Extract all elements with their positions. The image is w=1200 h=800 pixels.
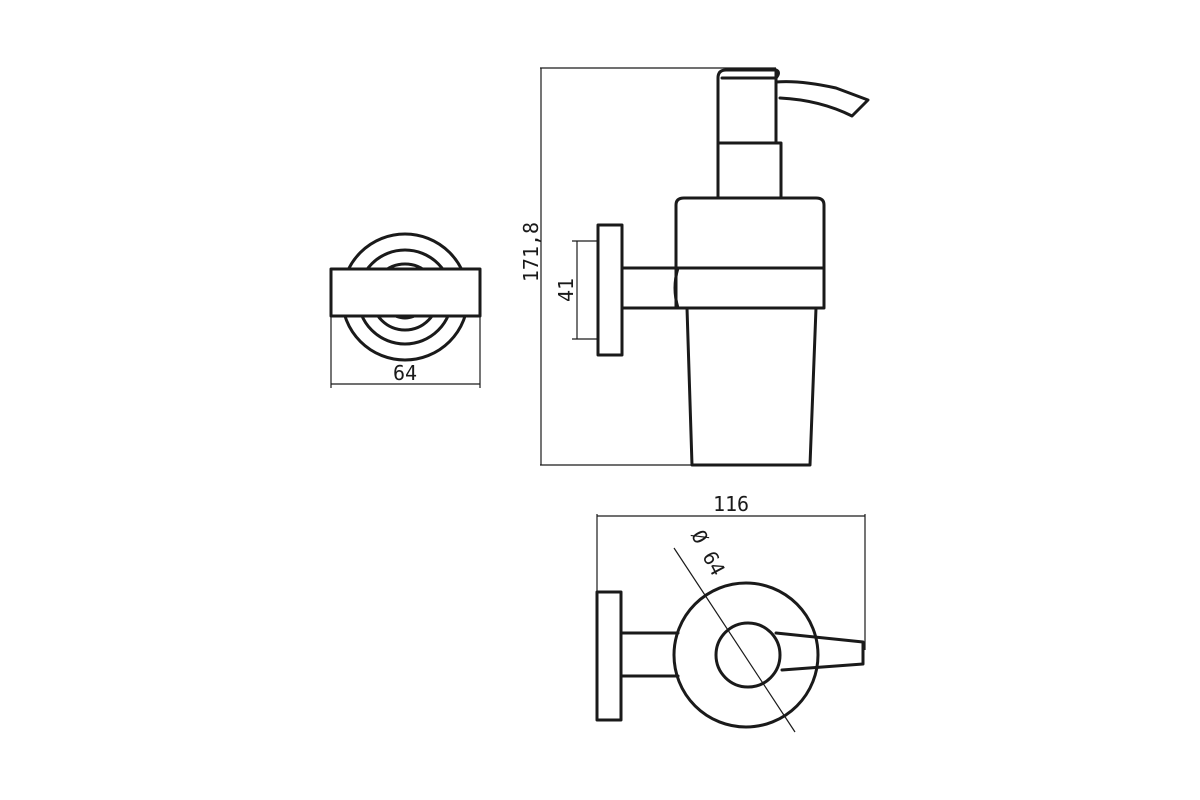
front-pump-head [716, 68, 778, 145]
dim-116-label: 116 [713, 492, 749, 516]
dim-41-label: 41 [554, 278, 578, 302]
front-pump-cap [674, 196, 826, 270]
dim-171-label: 171,8 [519, 222, 543, 282]
top-wall-plate [595, 590, 623, 722]
top-holder-arm [619, 631, 680, 678]
rear-view: 64 [329, 232, 482, 388]
dim-64-label: 64 [393, 361, 417, 385]
front-glass-container [685, 306, 818, 467]
front-wall-plate [596, 223, 624, 357]
dim-diameter-label: Ø 64 [686, 526, 730, 580]
rear-holder-bar [329, 267, 482, 318]
front-pump-head-cap [720, 68, 780, 80]
top-outer-circle [672, 581, 820, 729]
front-view: 171,8 41 [519, 67, 870, 467]
top-inner-circle [714, 621, 782, 689]
top-view: 116 Ø 64 [595, 492, 866, 733]
front-holder-ring [674, 266, 826, 310]
front-pump-neck [716, 141, 783, 200]
front-spout [774, 80, 870, 118]
top-spout [774, 631, 865, 672]
front-holder-arm [620, 266, 680, 310]
dim-diameter-line [673, 547, 796, 733]
